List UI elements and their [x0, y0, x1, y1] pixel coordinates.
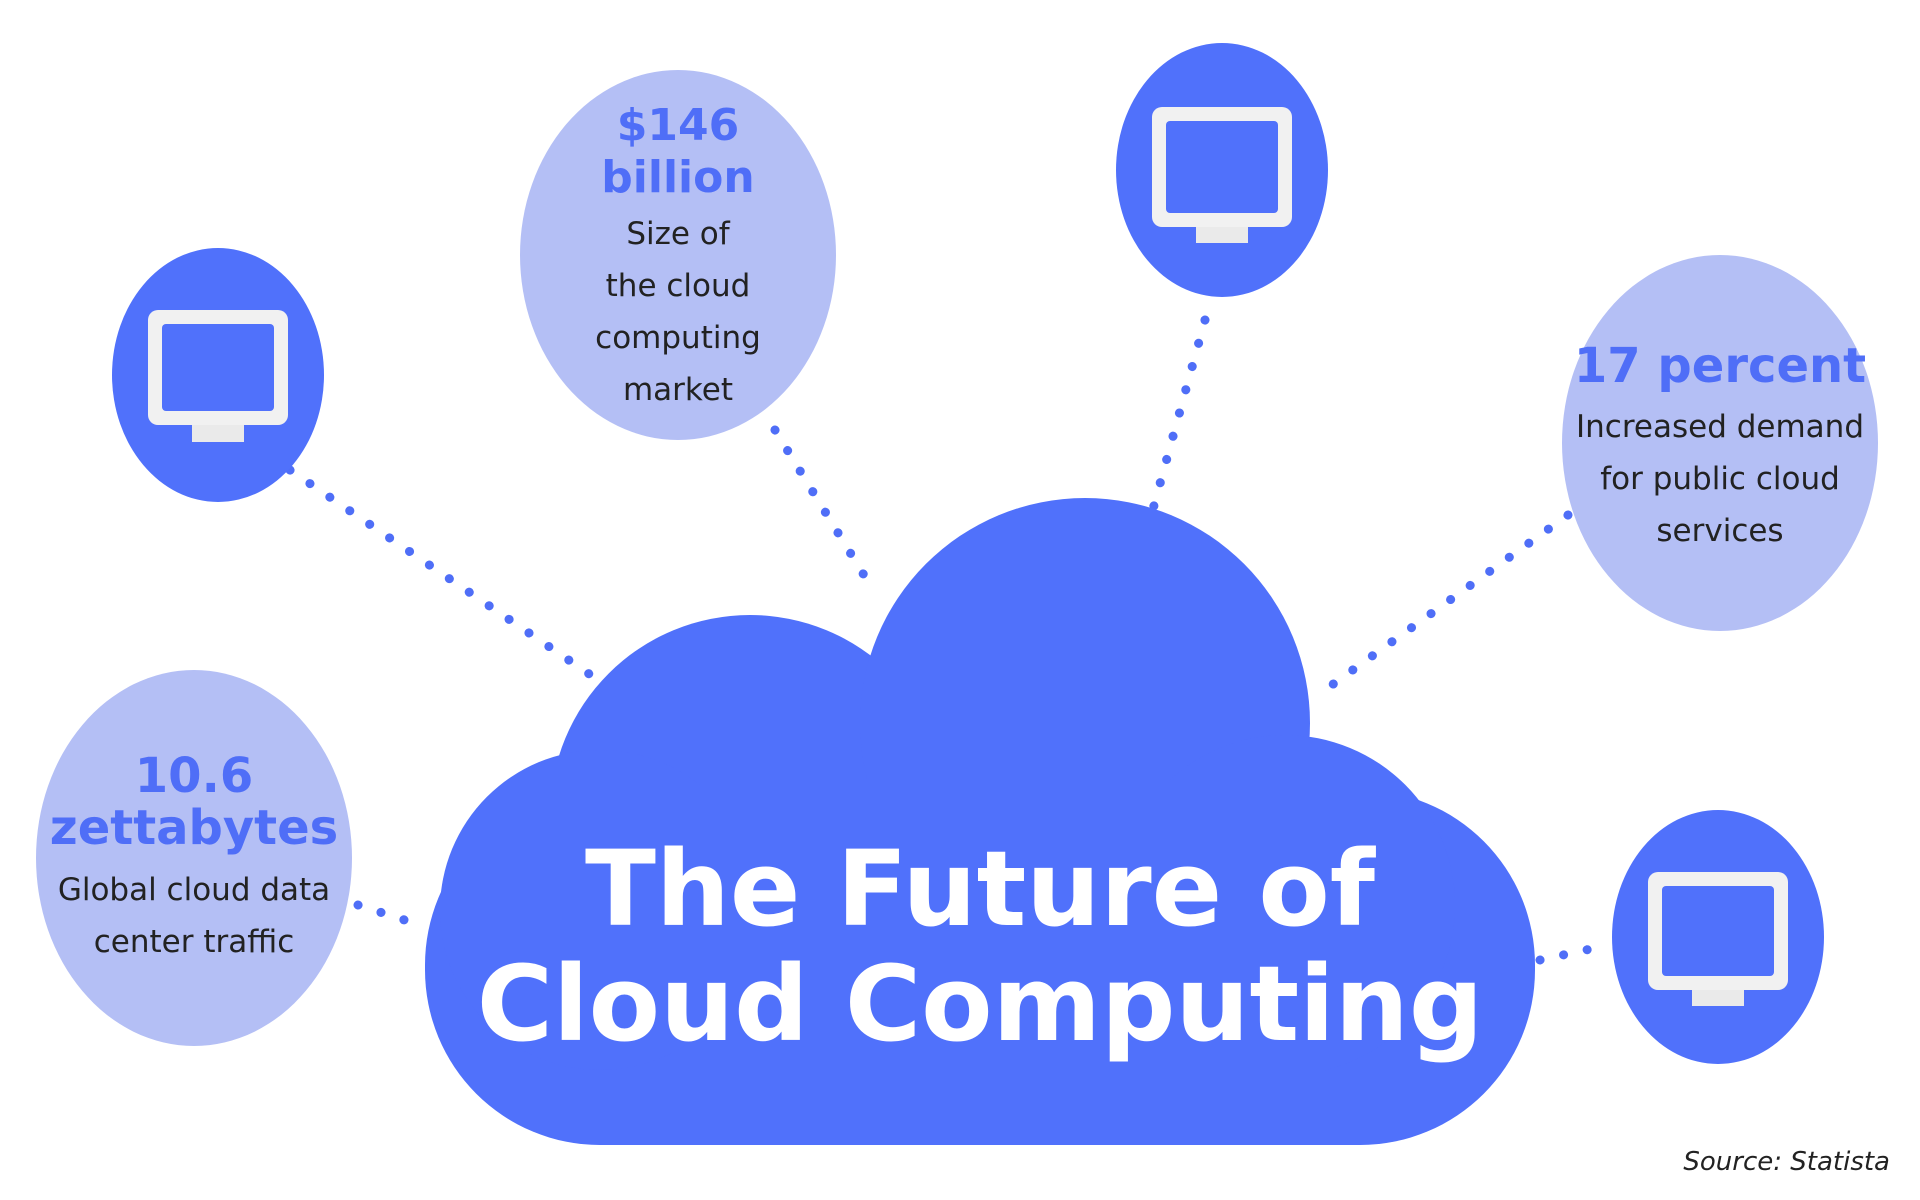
connectors [285, 315, 1600, 965]
stat-demand-value: 17 percent [1574, 338, 1866, 394]
stat-market-desc-1: Size of [626, 216, 730, 252]
monitor-icon [148, 310, 288, 442]
stat-market-unit: billion [601, 152, 754, 203]
stat-bubble-market [520, 70, 836, 440]
connector-demand-bubble [1313, 510, 1573, 700]
connector-top-monitor [1145, 315, 1210, 525]
stat-traffic-desc-1: Global cloud data [58, 872, 330, 908]
stat-market-desc-4: market [623, 372, 733, 408]
stat-traffic-value: 10.6 [135, 748, 253, 804]
page-subtitle: Cloud Computing [477, 943, 1484, 1065]
stat-traffic: 10.6 zettabytes Global cloud data center… [50, 748, 339, 960]
stat-traffic-desc-2: center traffic [94, 924, 295, 960]
stat-market-value: $146 [617, 100, 739, 151]
connector-right-monitor [1535, 943, 1600, 965]
source-credit: Source: Statista [1683, 1147, 1890, 1177]
cloud-shape [425, 498, 1535, 1145]
page-title: The Future of [585, 828, 1377, 950]
connector-market-bubble [770, 425, 875, 590]
monitor-icon [1648, 872, 1788, 1006]
connector-traffic-bubble [353, 900, 425, 930]
stat-market-desc-2: the cloud [606, 268, 751, 304]
stat-demand-desc-1: Increased demand [1576, 409, 1864, 445]
device-right [1612, 810, 1824, 1064]
stat-bubble-traffic [36, 670, 352, 1046]
stat-traffic-unit: zettabytes [50, 800, 339, 856]
device-left [112, 248, 324, 502]
stat-market: $146 billion Size of the cloud computing… [595, 100, 761, 408]
stat-demand: 17 percent Increased demand for public c… [1574, 338, 1866, 549]
stat-demand-desc-3: services [1656, 513, 1783, 549]
stat-demand-desc-2: for public cloud [1600, 461, 1840, 497]
connector-left-monitor [285, 465, 625, 700]
device-top [1116, 43, 1328, 297]
stat-bubble-demand [1562, 255, 1878, 631]
stat-market-desc-3: computing [595, 320, 761, 356]
monitor-icon [1152, 107, 1292, 243]
